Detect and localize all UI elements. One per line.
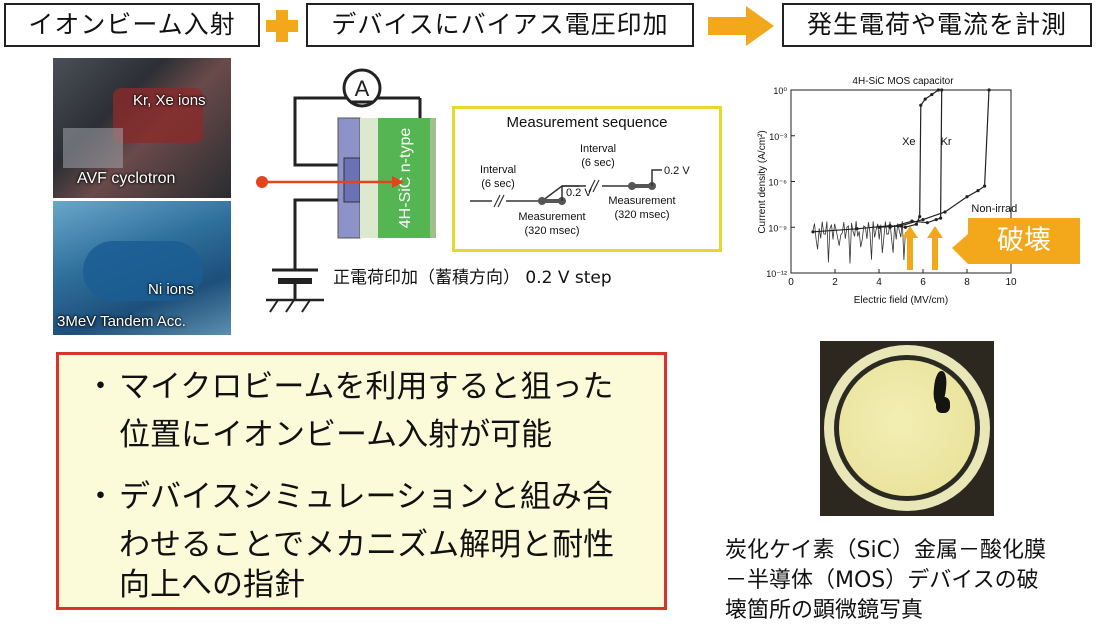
- step-2-label: 0.2 V: [664, 165, 690, 177]
- chart-title: 4H-SiC MOS capacitor: [852, 76, 954, 87]
- series-xe-point: [914, 222, 918, 226]
- micrograph-photo: [820, 341, 994, 516]
- interval-2-label: Interval: [580, 143, 616, 155]
- header-step-bias: デバイスにバイアス電圧印加: [306, 3, 694, 47]
- micrograph-caption-line-2: －半導体（MOS）デバイスの破: [725, 568, 1039, 593]
- breakdown-badge: 破壊: [968, 218, 1080, 264]
- series-non-irrad-point: [877, 225, 881, 229]
- header-step-measure-label: 発生電荷や電流を計測: [806, 10, 1067, 39]
- ammeter-label: A: [355, 76, 370, 101]
- series-xe-point: [918, 214, 922, 219]
- x-tick-label: 2: [832, 277, 838, 288]
- summary-box: ・ マイクロビームを利用すると狙った 位置にイオンビーム入射が可能 ・ デバイス…: [56, 352, 667, 610]
- photo-top-name: AVF cyclotron: [77, 170, 176, 187]
- arrow-right-icon: [708, 6, 774, 46]
- x-tick-label: 6: [920, 277, 926, 288]
- series-non-irrad-point: [899, 224, 903, 228]
- series-xe-line: [812, 89, 939, 233]
- oxide-layer: [360, 118, 378, 238]
- photo-top-ions: Kr, Xe ions: [133, 92, 206, 109]
- bullet-1-dot: ・: [85, 369, 116, 405]
- y-tick-label: 10⁻³: [769, 132, 787, 142]
- photo-tandem-accelerator: Ni ions 3MeV Tandem Acc.: [53, 201, 231, 335]
- interval-1-label: Interval: [480, 164, 516, 176]
- series-kr-point: [939, 216, 943, 220]
- series-non-irrad-point: [983, 184, 987, 188]
- bullet-2-line-3: 向上への指針: [119, 567, 305, 603]
- series-xe-point: [903, 225, 907, 229]
- series-non-irrad-point: [943, 210, 947, 214]
- bullet-1-line-1: マイクロビームを利用すると狙った: [119, 369, 614, 405]
- bullet-2-line-2: わせることでメカニズム解明と耐性: [119, 527, 615, 563]
- sequence-title: Measurement sequence: [507, 114, 668, 131]
- step-1-label: 0.2 V: [566, 187, 592, 199]
- interval-1-duration: (6 sec): [481, 178, 515, 190]
- header-step-ion-beam-label: イオンビーム入射: [28, 10, 236, 39]
- micrograph-caption-line-1: 炭化ケイ素（SiC）金属－酸化膜: [725, 538, 1046, 563]
- photo-avf-cyclotron: Kr, Xe ions AVF cyclotron: [53, 58, 231, 198]
- bullet-1-line-2: 位置にイオンビーム入射が可能: [119, 417, 553, 453]
- ammeter-icon: A: [342, 68, 382, 108]
- series-non-irrad-point: [965, 195, 969, 199]
- series-xe-point: [811, 230, 815, 234]
- bullet-2-dot: ・: [85, 479, 116, 515]
- series-xe-point: [930, 92, 934, 97]
- x-tick-label: 10: [1005, 277, 1017, 288]
- x-tick-label: 0: [788, 277, 794, 288]
- measurement-sequence-panel: Measurement sequence Interval (6 sec) In…: [452, 106, 722, 252]
- device-label: 4H-SiC n-type: [397, 128, 414, 229]
- circuit-diagram: A 4H-SiC n-type: [256, 68, 436, 313]
- series-kr-point: [940, 88, 944, 92]
- photo-bottom-name: 3MeV Tandem Acc.: [57, 313, 186, 330]
- circuit-caption: 正電荷印加（蓄積方向） 0.2 V step: [333, 268, 612, 288]
- header-step-bias-label: デバイスにバイアス電圧印加: [331, 10, 669, 39]
- header-step-ion-beam: イオンビーム入射: [4, 3, 260, 47]
- series-xe-point: [936, 88, 940, 92]
- series-non-irrad-point: [976, 189, 980, 193]
- measurement-1-duration: (320 msec): [524, 225, 579, 237]
- interval-2-duration: (6 sec): [581, 157, 615, 169]
- series-non-irrad-point: [921, 218, 925, 222]
- y-tick-label: 10⁻¹²: [766, 269, 787, 279]
- measurement-1-label: Measurement: [518, 211, 585, 223]
- photo-bottom-ions: Ni ions: [148, 281, 194, 298]
- series-xe-point: [855, 227, 859, 231]
- chart-ylabel: Current density (A/cm²): [757, 130, 768, 233]
- series-kr-line: [889, 89, 943, 228]
- series-label-xe: Xe: [902, 136, 915, 148]
- ground-icon: [266, 298, 324, 313]
- series-non-irrad-point: [987, 88, 991, 92]
- y-tick-label: 10⁻⁶: [769, 178, 788, 188]
- series-xe-point: [919, 103, 923, 107]
- measurement-2-duration: (320 msec): [614, 209, 669, 221]
- micrograph-caption-line-3: 壊箇所の顕微鏡写真: [725, 598, 924, 623]
- header-step-measure: 発生電荷や電流を計測: [782, 3, 1092, 47]
- series-kr-point: [925, 221, 929, 225]
- series-label-non-irrad: Non-irrad: [971, 203, 1017, 215]
- y-tick-label: 10⁻⁹: [768, 223, 787, 233]
- series-label-kr: Kr: [941, 136, 952, 148]
- series-xe-point: [923, 97, 927, 101]
- sic-layer: [378, 118, 430, 238]
- breakdown-label: 破壊: [997, 225, 1051, 256]
- y-tick-label: 10⁰: [773, 86, 787, 96]
- bullet-2-line-1: デバイスシミュレーションと組み合: [119, 479, 613, 515]
- x-tick-label: 4: [876, 277, 882, 288]
- measurement-2-label: Measurement: [608, 195, 675, 207]
- chart-xlabel: Electric field (MV/cm): [854, 295, 948, 306]
- baseline-noise: [812, 221, 906, 264]
- x-tick-label: 8: [964, 277, 970, 288]
- plus-icon: [266, 10, 298, 42]
- series-kr-point: [934, 218, 938, 222]
